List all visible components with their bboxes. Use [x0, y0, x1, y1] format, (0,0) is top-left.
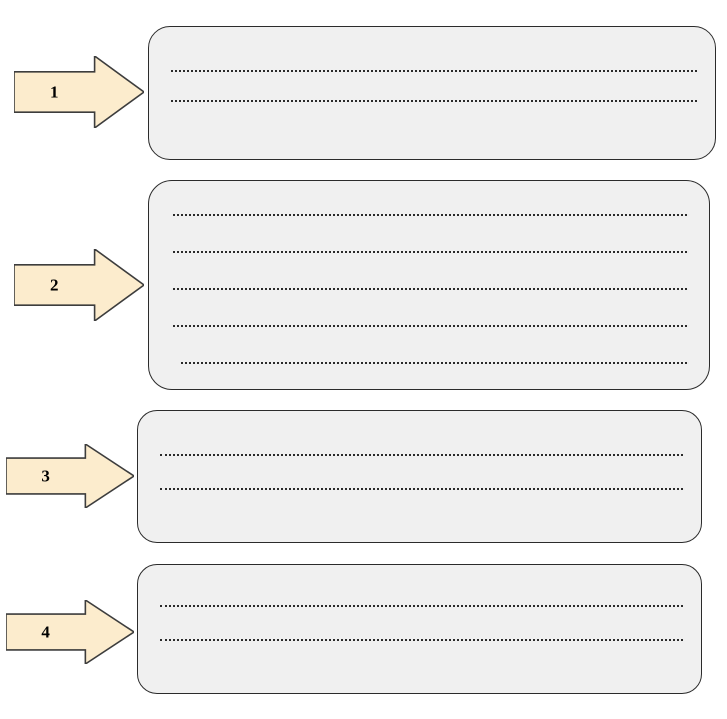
answer-box-3[interactable]	[137, 410, 702, 543]
dotted-writing-line	[171, 100, 697, 102]
arrow-3: 3	[6, 444, 134, 508]
arrow-4-number: 4	[41, 622, 50, 642]
answer-lines-2	[149, 181, 709, 389]
dotted-writing-line	[160, 605, 683, 607]
dotted-writing-line	[181, 362, 687, 364]
dotted-writing-line	[160, 488, 683, 490]
dotted-writing-line	[160, 454, 683, 456]
dotted-writing-line	[160, 639, 683, 641]
arrow-3-number: 3	[41, 466, 50, 486]
arrow-1-number: 1	[50, 82, 59, 102]
arrow-4: 4	[6, 600, 134, 664]
dotted-writing-line	[173, 251, 687, 253]
dotted-writing-line	[171, 70, 697, 72]
answer-box-1[interactable]	[148, 26, 716, 160]
answer-box-4[interactable]	[137, 564, 702, 694]
answer-lines-3	[138, 411, 701, 542]
dotted-writing-line	[173, 325, 687, 327]
answer-lines-4	[138, 565, 701, 693]
arrow-2: 2	[14, 249, 144, 321]
arrow-1: 1	[14, 56, 144, 128]
dotted-writing-line	[173, 214, 687, 216]
arrow-2-number: 2	[50, 275, 59, 295]
dotted-writing-line	[173, 288, 687, 290]
answer-box-2[interactable]	[148, 180, 710, 390]
answer-lines-1	[149, 27, 715, 159]
